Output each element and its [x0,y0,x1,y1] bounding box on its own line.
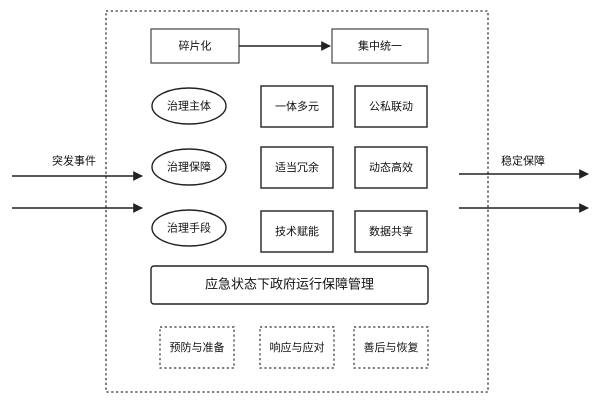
phase-recovery-box [353,326,429,369]
row-governance-subject: 治理主体 一体多元 公私联动 [151,85,428,128]
box-dynamic-efficiency [354,146,428,189]
oval-governance-means-label: 治理手段 [167,221,211,235]
phase-response-label: 响应与应对 [270,340,325,354]
box-tech-empowerment [260,210,334,253]
top-row: 碎片化 集中统一 [150,28,429,64]
row-governance-guarantee: 治理保障 适当冗余 动态高效 [151,146,428,189]
oval-governance-subject-label: 治理主体 [167,99,211,113]
box-integrated-pluralism [260,85,334,128]
box-data-sharing [354,210,428,253]
centralized-box [331,28,429,64]
box-tech-empowerment-label: 技术赋能 [275,224,319,238]
box-public-private-linkage-label: 公私联动 [369,100,413,113]
phase-response-box [259,326,335,369]
phase-prevention-box [159,326,235,369]
input-arrows: 突发事件 [12,154,143,213]
centralized-label: 集中统一 [358,39,402,53]
output-label: 稳定保障 [501,154,545,168]
oval-governance-means [151,209,227,247]
phase-row: 预防与准备 响应与应对 善后与恢复 [159,326,429,369]
oval-governance-subject [151,87,227,125]
box-appropriate-redundancy [260,146,334,189]
box-appropriate-redundancy-label: 适当冗余 [275,160,319,174]
box-data-sharing-label: 数据共享 [369,224,413,238]
oval-governance-guarantee [151,148,227,186]
row-governance-means: 治理手段 技术赋能 数据共享 [151,209,428,253]
fragmented-box [150,28,240,64]
box-integrated-pluralism-label: 一体多元 [275,99,319,113]
output-arrows: 稳定保障 [459,154,589,213]
box-public-private-linkage [354,85,428,128]
banner-box [150,265,429,305]
oval-governance-guarantee-label: 治理保障 [167,160,211,174]
phase-prevention-label: 预防与准备 [170,340,225,354]
outer-dashed-frame [105,10,489,393]
box-dynamic-efficiency-label: 动态高效 [369,160,413,174]
fragmented-label: 碎片化 [179,39,212,53]
phase-recovery-label: 善后与恢复 [364,340,419,354]
banner-label: 应急状态下政府运行保障管理 [205,277,374,293]
input-label: 突发事件 [52,154,96,168]
